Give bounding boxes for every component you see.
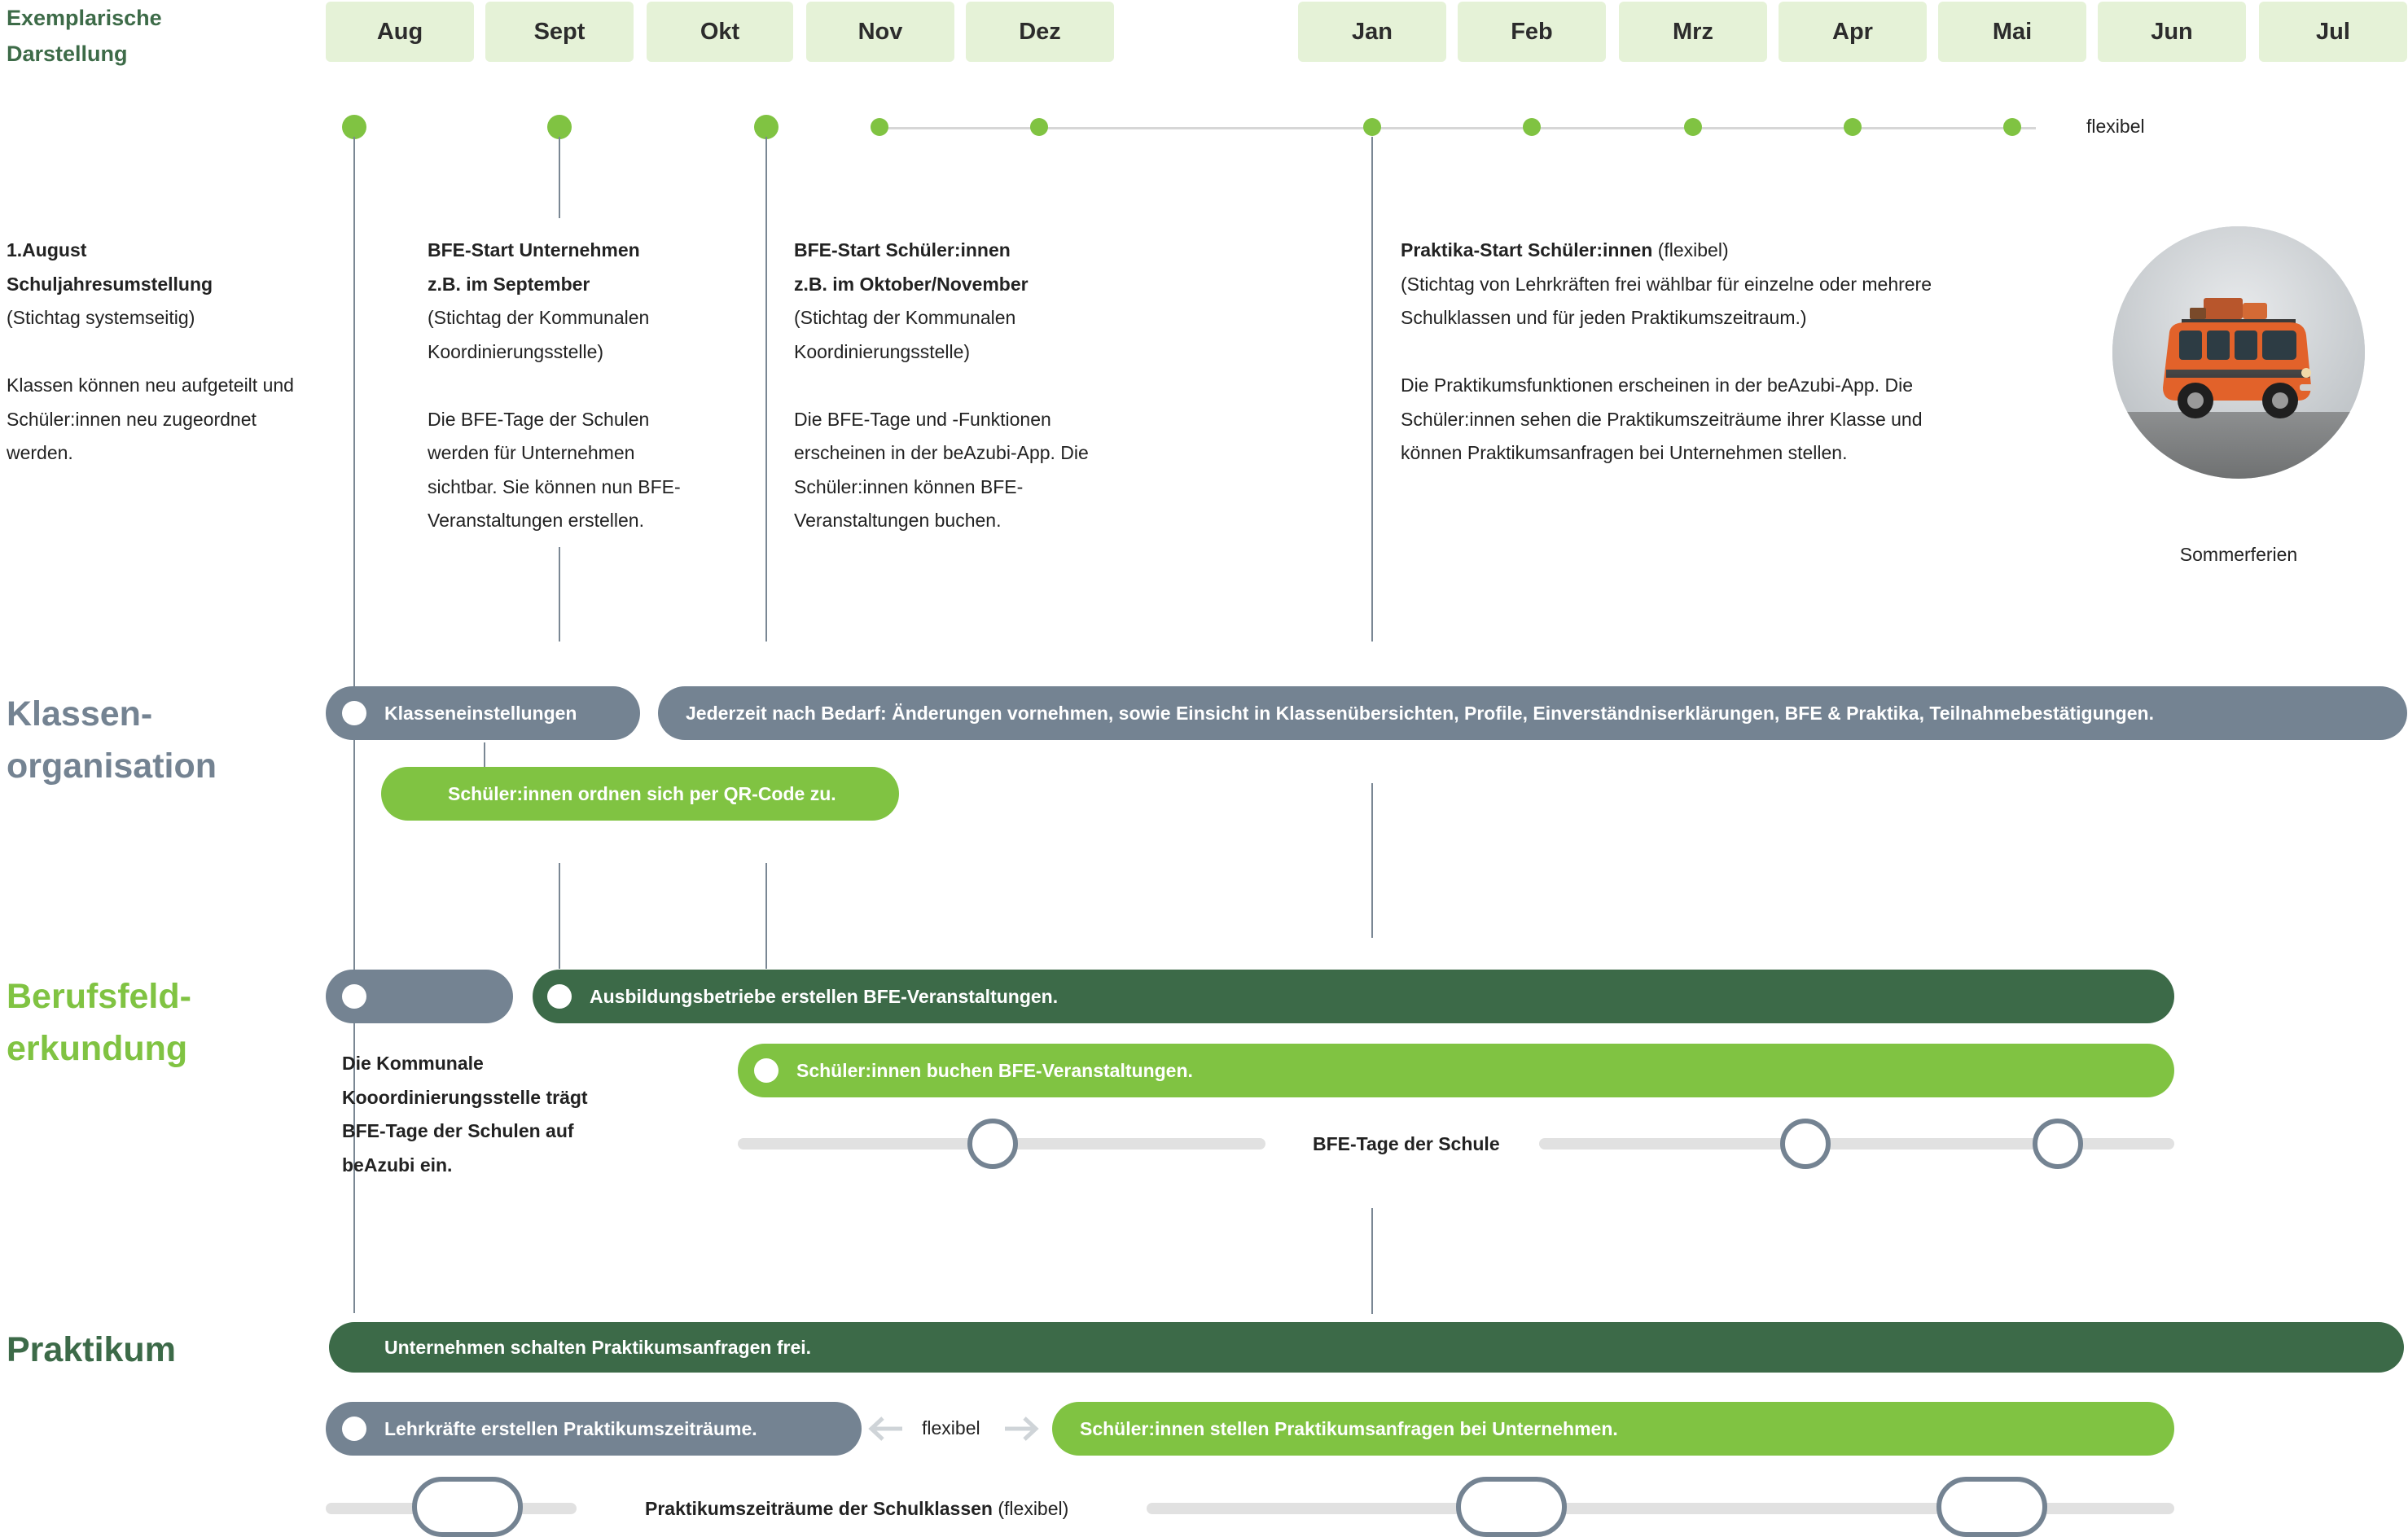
connector-line-sept-mid — [559, 547, 560, 642]
connector-line-okt — [765, 137, 767, 642]
bar-ausbildungsbetriebe: Ausbildungsbetriebe erstellen BFE-Verans… — [533, 970, 2174, 1023]
section-title-praktikum: Praktikum — [7, 1330, 176, 1369]
bar-schueler-buchen: Schüler:innen buchen BFE-Veranstaltungen… — [738, 1044, 2174, 1097]
bar-knob — [342, 701, 366, 725]
month-apr: Apr — [1779, 2, 1927, 62]
timeline-flexibel-label: flexibel — [2086, 116, 2145, 137]
month-dez: Dez — [966, 2, 1114, 62]
milestone-desc-aug: 1.August Schuljahresumstellung (Stichtag… — [7, 239, 294, 463]
month-okt: Okt — [647, 2, 793, 62]
summer-vacation-label: Sommerferien — [2179, 544, 2298, 565]
summer-vacation-image — [2112, 226, 2365, 479]
bfe-day-marker — [2033, 1119, 2083, 1169]
praktikum-period-marker — [1456, 1477, 1567, 1537]
bfe-day-marker — [967, 1119, 1018, 1169]
bar-jederzeit-nach-bedarf: Jederzeit nach Bedarf: Änderungen vorneh… — [658, 686, 2407, 740]
month-jan: Jan — [1298, 2, 1446, 62]
praktikum-track-label: Praktikumszeiträume der Schulklassen (fl… — [645, 1498, 1069, 1519]
arrow-right-icon — [1005, 1417, 1039, 1441]
diagram-title-line2: Darstellung — [7, 42, 128, 66]
timeline-dot-nov — [871, 118, 888, 136]
bar-knob — [547, 984, 572, 1009]
timeline-dot-apr — [1844, 118, 1862, 136]
connector-line-qr — [484, 742, 485, 768]
bar-qr-code: Schüler:innen ordnen sich per QR-Code zu… — [381, 767, 899, 821]
section-title-klassenorganisation: Klassen- organisation — [7, 694, 217, 786]
milestone-dot-okt — [754, 115, 779, 139]
section-title-berufsfelderkundung: Berufsfeld- erkundung — [7, 977, 191, 1068]
milestone-dot-sept — [547, 115, 572, 139]
bar-unternehmen-schalten: Unternehmen schalten Praktikumsanfragen … — [329, 1322, 2404, 1373]
milestone-dot-aug — [342, 115, 366, 139]
timeline-dot-jan — [1363, 118, 1381, 136]
connector-line-sept-top — [559, 137, 560, 218]
bar-schueler-anfragen: Schüler:innen stellen Praktikumsanfragen… — [1052, 1402, 2174, 1456]
month-jul: Jul — [2259, 2, 2407, 62]
praktikum-flexibel-label: flexibel — [922, 1417, 980, 1438]
praktikum-period-marker — [412, 1477, 523, 1537]
bar-knob — [342, 984, 366, 1009]
milestone-desc-jan: Praktika-Start Schüler:innen (flexibel) … — [1401, 239, 1932, 463]
month-nov: Nov — [806, 2, 954, 62]
bfe-kommunale-note: Die Kommunale Kooordinierungsstelle träg… — [342, 1053, 588, 1176]
bar-knob — [754, 1058, 779, 1083]
praktikum-track-right — [1147, 1503, 2174, 1514]
timeline-dot-feb — [1523, 118, 1541, 136]
timeline-dot-dez — [1030, 118, 1048, 136]
timeline-line — [879, 127, 2036, 129]
bfe-track-label: BFE-Tage der Schule — [1313, 1133, 1500, 1154]
milestone-desc-okt: BFE-Start Schüler:innen z.B. im Oktober/… — [794, 239, 1089, 531]
bfe-track-right — [1539, 1138, 2174, 1149]
arrow-left-icon — [868, 1417, 902, 1441]
connector-line-sept-low — [559, 863, 560, 969]
connector-line-okt-low — [765, 863, 767, 969]
diagram-title-line1: Exemplarische — [7, 6, 162, 30]
month-sept: Sept — [485, 2, 634, 62]
month-mrz: Mrz — [1619, 2, 1767, 62]
bar-knob — [342, 1417, 366, 1441]
bar-klasseneinstellungen: Klasseneinstellungen — [326, 686, 640, 740]
connector-line-jan-low — [1371, 1208, 1373, 1314]
diagram-title: Exemplarische Darstellung — [7, 0, 162, 72]
month-jun: Jun — [2098, 2, 2246, 62]
bar-lehrkraefte: Lehrkräfte erstellen Praktikumszeiträume… — [326, 1402, 862, 1456]
month-mai: Mai — [1938, 2, 2086, 62]
month-feb: Feb — [1458, 2, 1606, 62]
bar-kommunale-stelle — [326, 970, 513, 1023]
bfe-day-marker — [1780, 1119, 1831, 1169]
connector-line-jan-top — [1371, 137, 1373, 642]
timeline-dot-mrz — [1684, 118, 1702, 136]
milestone-desc-sept: BFE-Start Unternehmen z.B. im September … — [428, 239, 681, 531]
timeline-dot-mai — [2003, 118, 2021, 136]
month-aug: Aug — [326, 2, 474, 62]
praktikum-period-marker — [1936, 1477, 2047, 1537]
connector-line-jan-mid — [1371, 783, 1373, 938]
